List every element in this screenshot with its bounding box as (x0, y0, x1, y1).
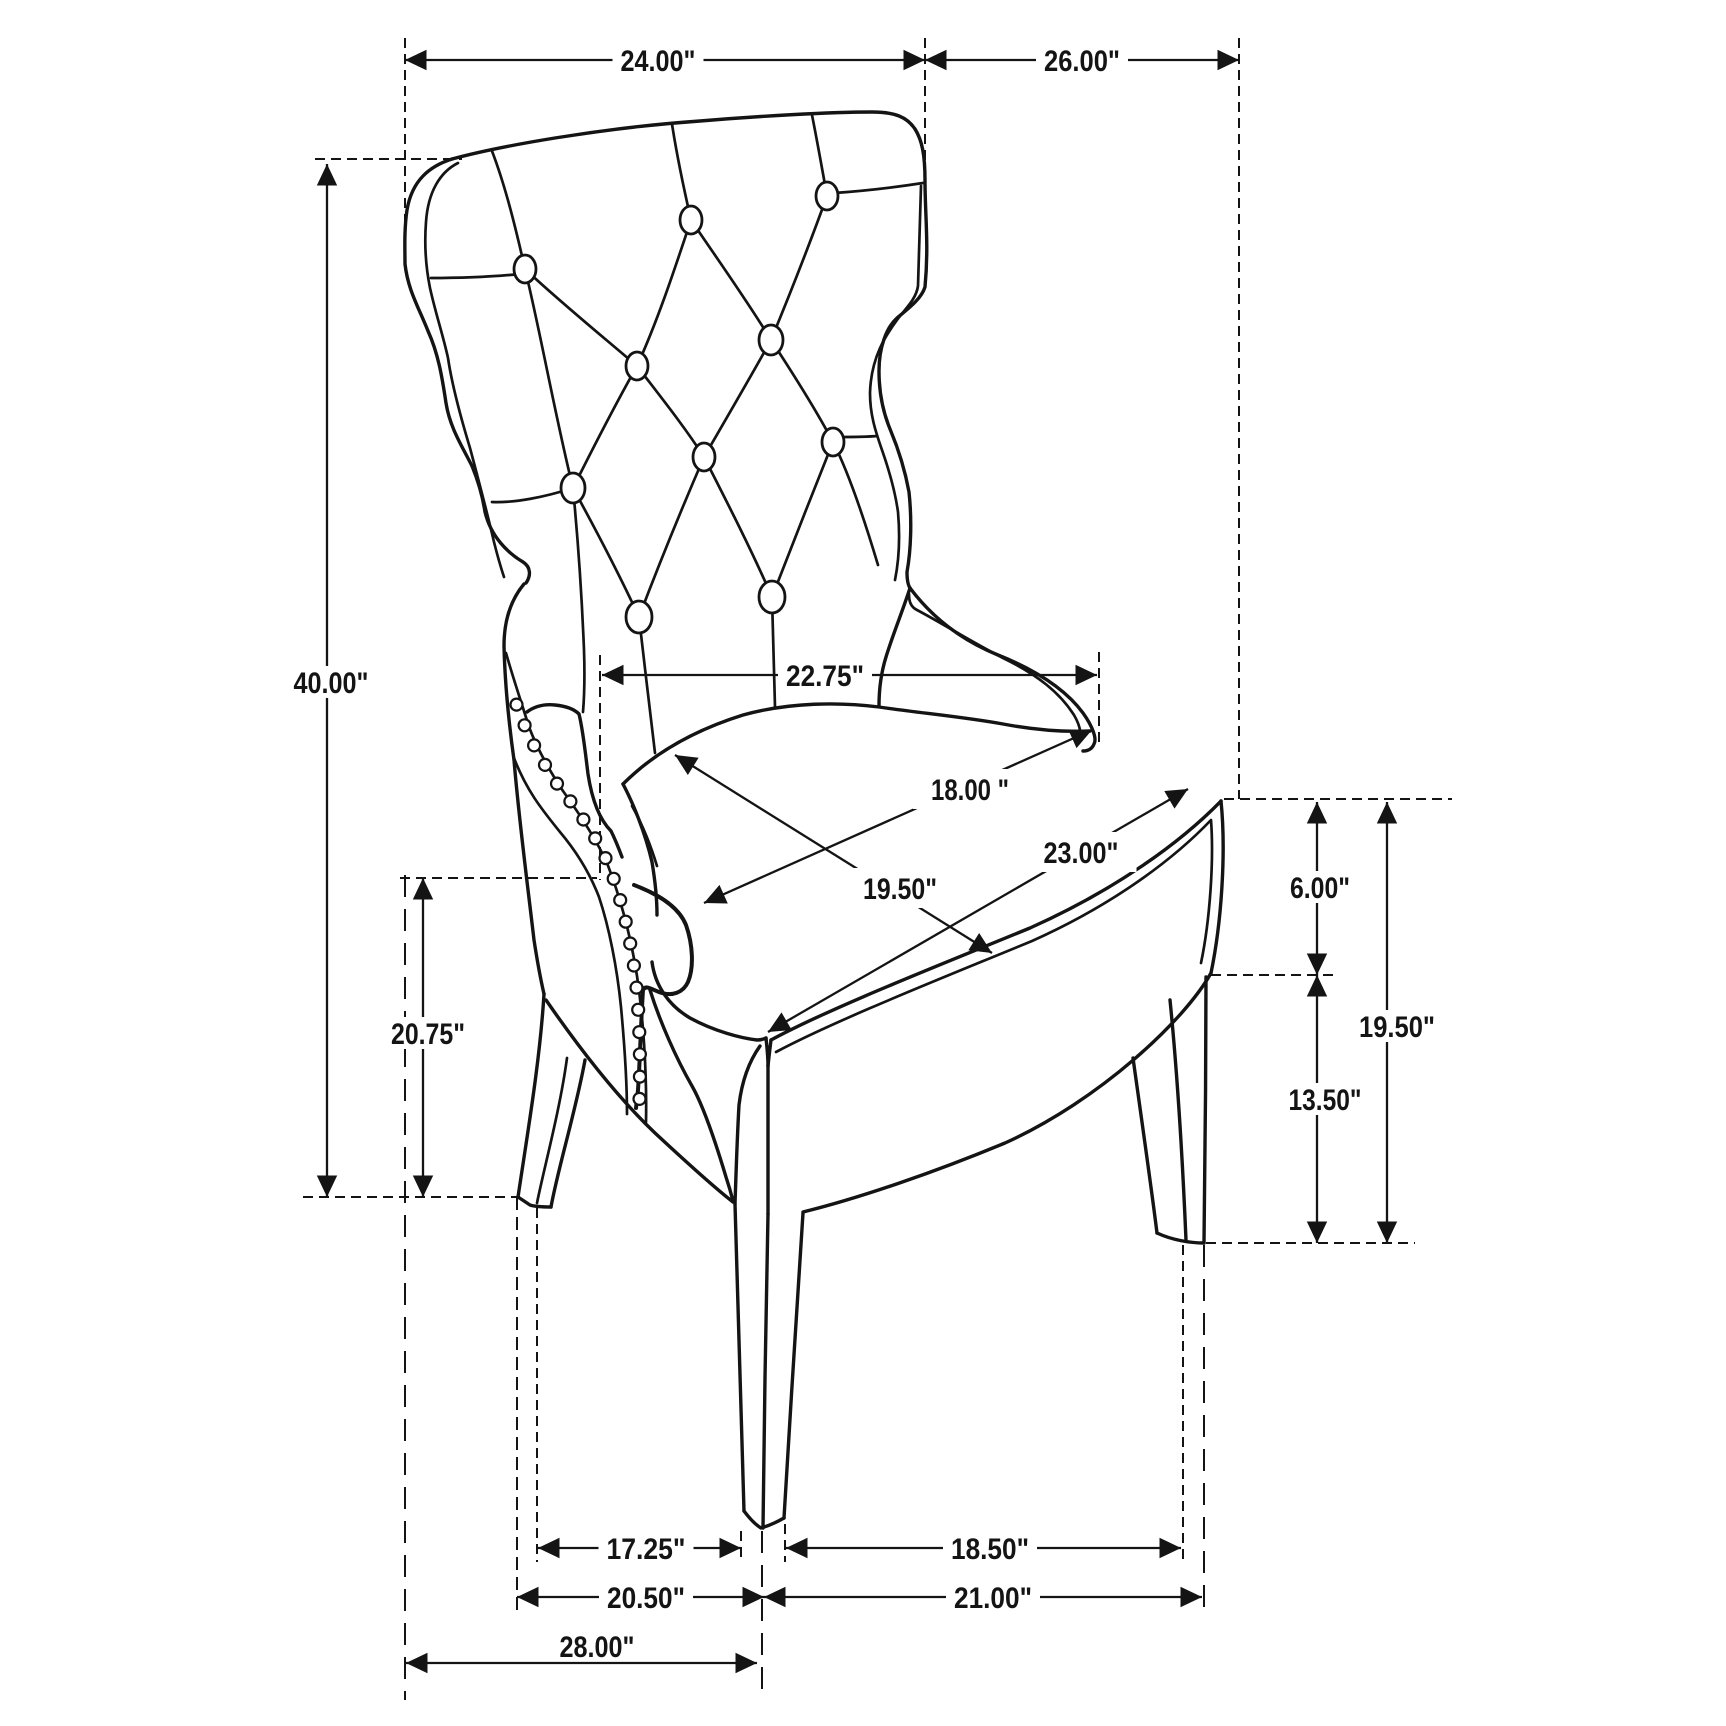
svg-text:40.00": 40.00" (294, 667, 369, 700)
svg-text:26.00": 26.00" (1044, 45, 1120, 78)
svg-text:17.25": 17.25" (607, 1533, 686, 1566)
svg-text:13.50": 13.50" (1289, 1084, 1362, 1117)
svg-text:18.50": 18.50" (951, 1533, 1029, 1566)
svg-text:24.00": 24.00" (621, 45, 696, 78)
svg-text:6.00": 6.00" (1290, 872, 1350, 905)
svg-text:22.75": 22.75" (786, 660, 864, 693)
svg-text:21.00": 21.00" (954, 1582, 1032, 1615)
svg-text:18.00 ": 18.00 " (931, 774, 1009, 807)
svg-text:23.00": 23.00" (1044, 837, 1119, 870)
svg-text:28.00": 28.00" (560, 1631, 635, 1664)
svg-text:20.50": 20.50" (607, 1582, 685, 1615)
svg-text:20.75": 20.75" (391, 1018, 465, 1051)
svg-text:19.50": 19.50" (863, 873, 937, 906)
svg-text:19.50": 19.50" (1359, 1011, 1435, 1044)
